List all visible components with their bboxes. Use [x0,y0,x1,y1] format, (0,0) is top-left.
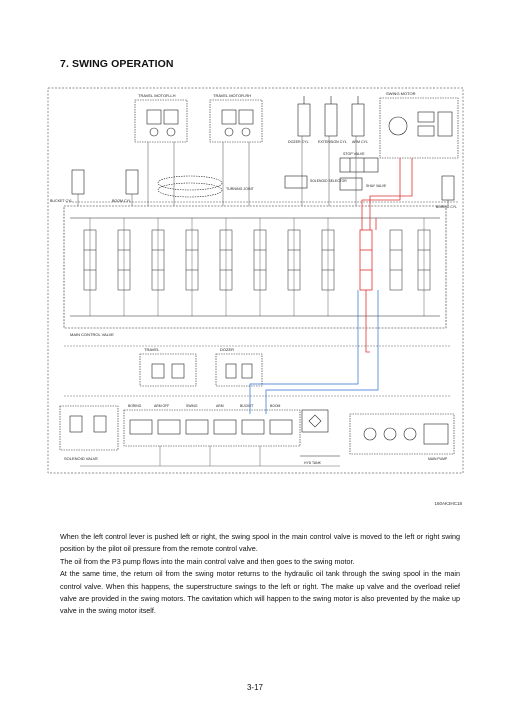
extension-cylinder: EXTENSION CYL [318,96,347,144]
turning-joint: TURNING JOINT [157,175,255,198]
diagram-frame [47,87,464,474]
return-lines [64,345,450,467]
svg-text:TURNING JOINT: TURNING JOINT [226,187,255,191]
svg-text:ARM OFF: ARM OFF [154,404,169,408]
paragraph: At the same time, the return oil from th… [60,569,460,616]
svg-text:ARM CYL: ARM CYL [352,140,368,144]
arm-cylinder: ARM CYL [351,96,368,144]
travel-motor-lh: TRAVEL MOTOR-LH [134,93,188,143]
supply-lines [66,136,458,206]
svg-text:MAIN PUMP: MAIN PUMP [428,457,448,461]
page-number: 3-17 [246,683,263,692]
swing-circuit-highlight [359,158,413,353]
pilot-lines [249,290,379,414]
section-title: 7. SWING OPERATION [60,58,174,70]
bucket-cylinder: BUCKET CYL [50,169,85,203]
hydraulic-circuit-diagram: TRAVEL MOTOR-LH TRAVEL MOTOR-RH DOZER CY… [40,84,470,484]
paragraph: When the left control lever is pushed le… [60,532,460,554]
svg-text:SOLENOID SELECTOR: SOLENOID SELECTOR [310,179,347,183]
svg-text:BUCKET CYL: BUCKET CYL [50,199,73,203]
shay-valve: SHAY VALVE [339,177,387,191]
description-text: When the left control lever is pushed le… [60,531,460,618]
dozer-cylinder: DOZER CYL [288,96,311,144]
svg-text:SOLENOID VALVE: SOLENOID VALVE [64,456,98,461]
svg-text:SWING: SWING [186,404,198,408]
svg-text:BORING CYL: BORING CYL [436,205,457,209]
figure-code: 160AK3HC18 [434,501,462,506]
swing-motor: SWING MOTOR [379,91,459,159]
hydraulic-tank: HYD TANK [300,409,340,465]
boring-cylinder: BORING CYL [436,175,457,209]
svg-text:STOP VALVE: STOP VALVE [343,152,365,156]
svg-text:DOZER: DOZER [220,347,234,352]
label-main-control-valve: MAIN CONTROL VALVE [70,332,114,337]
label-swing-motor: SWING MOTOR [386,91,416,96]
travel-motor-rh: TRAVEL MOTOR-RH [209,93,263,143]
svg-text:BOOM CYL: BOOM CYL [112,199,131,203]
label-travel-motor-rh: TRAVEL MOTOR-RH [213,93,251,98]
main-control-valve: MAIN CONTROL VALVE [63,205,447,337]
svg-text:DOZER CYL: DOZER CYL [288,140,309,144]
svg-text:BORING: BORING [128,404,142,408]
travel-dozer-controls: TRAVEL DOZER [139,347,263,387]
svg-text:HYD TANK: HYD TANK [304,461,322,465]
main-pump: MAIN PUMP [349,413,455,461]
stop-valve: STOP VALVE [339,152,379,173]
label-travel-motor-lh: TRAVEL MOTOR-LH [138,93,176,98]
svg-text:TRAVEL: TRAVEL [144,347,160,352]
svg-text:SHAY VALVE: SHAY VALVE [366,184,387,188]
svg-text:EXTENSION CYL: EXTENSION CYL [318,140,347,144]
boom-cylinder: BOOM CYL [112,169,139,203]
svg-text:ARM: ARM [216,404,224,408]
paragraph: The oil from the P3 pump flows into the … [60,556,355,566]
svg-text:BOOM: BOOM [270,404,281,408]
svg-text:BUCKET: BUCKET [240,404,254,408]
solenoid-valve: SOLENOID VALVE [59,405,119,461]
remote-control-valves: BORING ARM OFF SWING ARM BUCKET BOOM [123,404,301,447]
solenoid-selector: SOLENOID SELECTOR [284,175,347,189]
